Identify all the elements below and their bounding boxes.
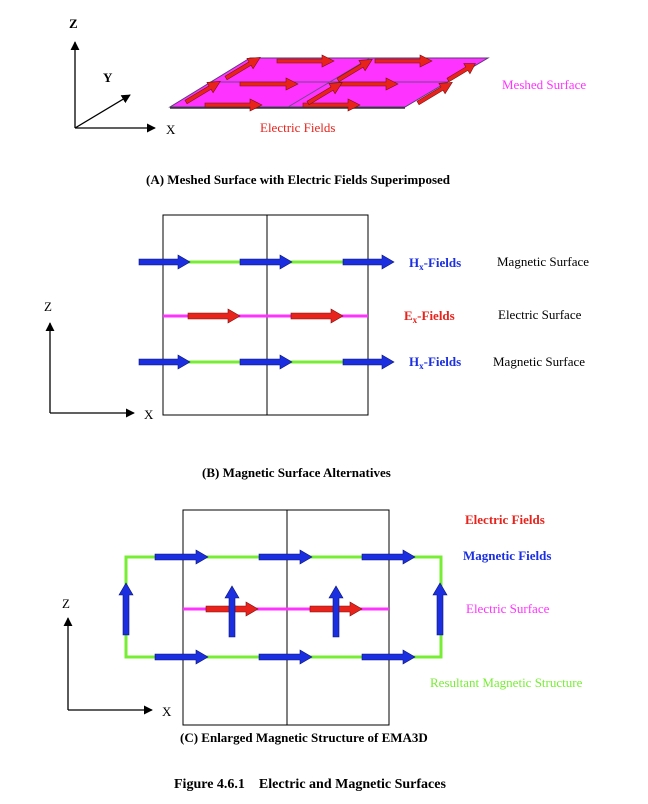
electric-arrow <box>224 57 261 81</box>
panel-b: Z X Hx-Fields Ex-Fields Hx-Fields Magnet… <box>44 214 589 480</box>
electric-arrow <box>336 59 373 83</box>
magnetic-arrow <box>258 549 313 565</box>
panel-a-axis-y-label: Y <box>103 70 113 85</box>
electric-surface-label: Electric Surface <box>498 307 582 322</box>
panel-a-axes <box>70 41 156 133</box>
electric-arrow <box>187 308 241 324</box>
magnetic-arrow-vertical <box>432 582 448 636</box>
magnetic-arrow <box>342 254 395 270</box>
panel-c-grid-box <box>182 509 390 726</box>
hx-fields-label-top: Hx-Fields <box>409 255 461 272</box>
panel-b-axis-x-label: X <box>144 407 154 422</box>
electric-arrow <box>339 77 399 91</box>
panel-a-horizontal-arrows <box>204 54 433 112</box>
magnetic-arrow <box>361 649 416 665</box>
ex-fields-label: Ex-Fields <box>404 308 455 325</box>
magnetic-arrow <box>361 549 416 565</box>
magnetic-arrow <box>258 649 313 665</box>
electric-arrow <box>302 98 361 112</box>
magnetic-arrow <box>154 649 209 665</box>
electric-arrow <box>276 54 335 68</box>
resultant-magnetic-structure-loop <box>124 555 443 659</box>
electric-arrow <box>446 63 476 83</box>
magnetic-arrow <box>239 354 293 370</box>
panel-a-axis-z-label: Z <box>69 16 78 31</box>
hx-fields-label-bottom: Hx-Fields <box>409 354 461 371</box>
panel-a: Z Y X Meshed Surface Electric Fields <box>69 16 586 187</box>
magnetic-arrow <box>138 354 191 370</box>
mesh-line-diagonal <box>287 57 371 108</box>
electric-arrow <box>290 308 344 324</box>
panel-c-caption: (C) Enlarged Magnetic Structure of EMA3D <box>180 730 428 745</box>
electric-arrow <box>374 54 433 68</box>
panel-c-axis-x-label: X <box>162 704 172 719</box>
panel-a-diagonal-arrows <box>184 57 476 106</box>
magnetic-surface-label-bottom: Magnetic Surface <box>493 354 585 369</box>
panel-a-caption: (A) Meshed Surface with Electric Fields … <box>146 172 451 187</box>
legend-magnetic-fields: Magnetic Fields <box>463 548 551 563</box>
electric-arrow <box>239 77 299 91</box>
electric-arrow <box>184 81 221 105</box>
magnetic-arrow-vertical <box>118 582 134 636</box>
legend-resultant-magnetic-structure: Resultant Magnetic Structure <box>430 675 583 690</box>
magnetic-arrow <box>239 254 293 270</box>
legend-electric-surface: Electric Surface <box>466 601 550 616</box>
panel-b-caption: (B) Magnetic Surface Alternatives <box>202 465 391 480</box>
panel-c: Z X Electric Fields Magnetic Fields Elec… <box>62 509 583 745</box>
figure-title: Figure 4.6.1 Electric and Magnetic Surfa… <box>174 777 446 792</box>
panel-b-axis-z-label: Z <box>44 299 52 314</box>
legend-electric-fields: Electric Fields <box>465 512 545 527</box>
magnetic-arrow <box>138 254 191 270</box>
panel-c-axis-z-label: Z <box>62 596 70 611</box>
electric-arrow <box>204 98 263 112</box>
electric-arrow <box>306 82 343 106</box>
magnetic-arrow <box>154 549 209 565</box>
panel-a-axis-x-label: X <box>166 122 176 137</box>
magnetic-arrow <box>342 354 395 370</box>
magnetic-arrow-vertical <box>328 585 344 638</box>
electric-fields-label: Electric Fields <box>260 120 335 135</box>
magnetic-surface-label-top: Magnetic Surface <box>497 254 589 269</box>
meshed-surface-label: Meshed Surface <box>502 77 586 92</box>
electric-arrow <box>416 82 453 106</box>
magnetic-arrow-vertical <box>224 585 240 638</box>
